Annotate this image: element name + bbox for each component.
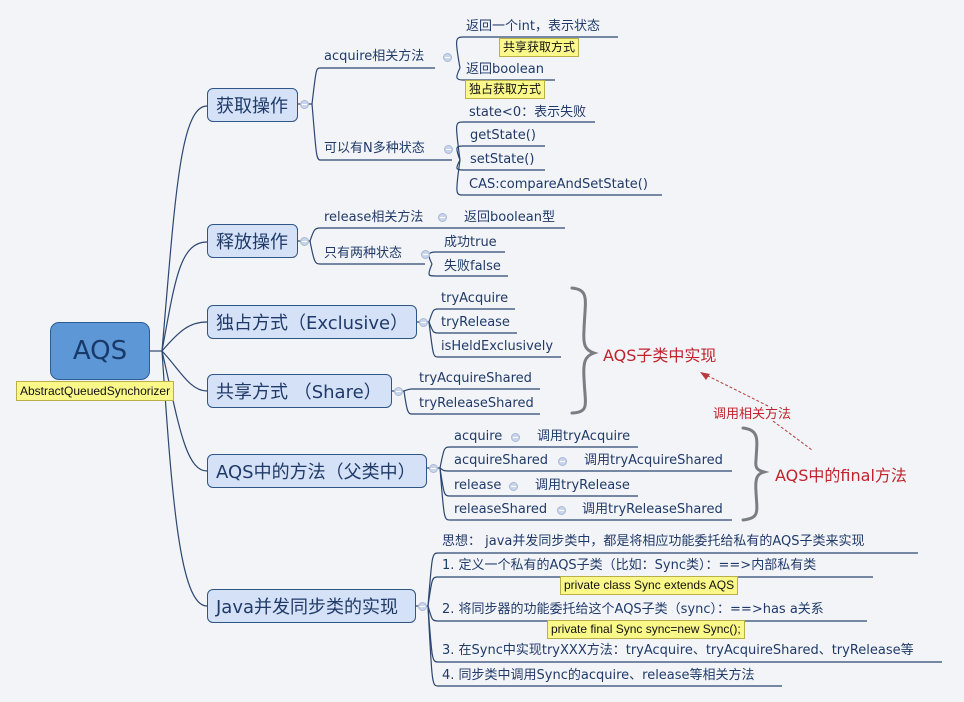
collapse-icon[interactable] [557, 506, 566, 515]
node-isheldexclusively[interactable]: isHeldExclusively [441, 339, 554, 354]
annotation-call-relation: 调用相关方法 [713, 407, 792, 422]
topic-title: Java并发同步类的实现 [216, 597, 399, 618]
annotation-subclass-impl: AQS子类中实现 [603, 346, 717, 365]
collapse-icon[interactable] [443, 53, 452, 62]
node-step-1[interactable]: 1. 定义一个私有的AQS子类（比如：Sync类）：==>内部私有类 [442, 558, 817, 573]
collapse-icon[interactable] [300, 237, 309, 246]
topic-aqs-methods[interactable]: AQS中的方法（父类中） [207, 454, 427, 488]
collapse-icon[interactable] [438, 213, 447, 222]
node-getstate[interactable]: getState() [470, 128, 536, 143]
node-call-tryacquireshared[interactable]: 调用tryAcquireShared [584, 453, 723, 468]
node-return-boolean[interactable]: 返回boolean [466, 62, 544, 77]
topic-title: 共享方式 （Share） [216, 382, 382, 403]
collapse-icon[interactable] [509, 482, 518, 491]
node-fail-false[interactable]: 失败false [444, 259, 501, 274]
note-shared-acquire: 共享获取方式 [499, 38, 580, 57]
note-private-class-sync: private class Sync extends AQS [560, 576, 739, 595]
topic-title: 获取操作 [216, 96, 288, 117]
root-title: AQS [72, 336, 128, 366]
node-n-states[interactable]: 可以有N多种状态 [324, 141, 425, 156]
node-acquire-methods[interactable]: acquire相关方法 [324, 49, 425, 64]
node-acquireshared[interactable]: acquireShared [454, 453, 549, 468]
node-return-int[interactable]: 返回一个int，表示状态 [466, 19, 600, 34]
collapse-icon[interactable] [419, 318, 428, 327]
root-note: AbstractQueuedSynchorizer [16, 381, 175, 401]
topic-title: AQS中的方法（父类中） [216, 462, 416, 483]
node-tryreleaseshared[interactable]: tryReleaseShared [419, 396, 534, 411]
node-cas[interactable]: CAS:compareAndSetState() [469, 177, 648, 192]
node-call-tryreleaseshared[interactable]: 调用tryReleaseShared [582, 502, 723, 517]
topic-java-sync-impl[interactable]: Java并发同步类的实现 [207, 589, 416, 623]
collapse-icon[interactable] [418, 602, 427, 611]
node-tryrelease[interactable]: tryRelease [441, 315, 510, 330]
collapse-icon[interactable] [394, 387, 403, 396]
node-two-states[interactable]: 只有两种状态 [324, 246, 403, 261]
node-release-methods[interactable]: release相关方法 [324, 210, 424, 225]
node-step-2[interactable]: 2. 将同步器的功能委托给这个AQS子类（sync）：==>has a关系 [442, 602, 824, 617]
node-idea[interactable]: 思想： java并发同步类中，都是将相应功能委托给私有的AQS子类来实现 [442, 534, 865, 549]
node-tryacquireshared[interactable]: tryAcquireShared [419, 371, 532, 386]
node-return-boolean-type[interactable]: 返回boolean型 [464, 210, 555, 225]
node-setstate[interactable]: setState() [470, 152, 535, 167]
note-exclusive-acquire: 独占获取方式 [465, 80, 546, 99]
note-private-final-sync: private final Sync sync=new Sync(); [547, 620, 745, 639]
collapse-icon[interactable] [444, 145, 453, 154]
topic-title: 释放操作 [216, 232, 288, 253]
collapse-icon[interactable] [558, 457, 567, 466]
root-node-aqs[interactable]: AQS [50, 322, 150, 380]
node-step-4[interactable]: 4. 同步类中调用Sync的acquire、release等相关方法 [442, 668, 755, 683]
node-tryacquire[interactable]: tryAcquire [441, 291, 509, 306]
topic-release-ops[interactable]: 释放操作 [207, 224, 298, 258]
collapse-icon[interactable] [511, 433, 520, 442]
topic-share[interactable]: 共享方式 （Share） [207, 374, 392, 408]
node-step-3[interactable]: 3. 在Sync中实现tryXXX方法：tryAcquire、tryAcquir… [442, 643, 914, 658]
node-call-tryrelease[interactable]: 调用tryRelease [535, 478, 630, 493]
node-success-true[interactable]: 成功true [444, 235, 497, 250]
annotation-final-methods: AQS中的final方法 [775, 466, 907, 485]
collapse-icon[interactable] [429, 464, 438, 473]
collapse-icon[interactable] [300, 100, 309, 109]
node-releaseshared[interactable]: releaseShared [454, 502, 548, 517]
node-call-tryacquire[interactable]: 调用tryAcquire [537, 429, 631, 444]
topic-title: 独占方式（Exclusive） [216, 313, 409, 334]
node-state-lt-0[interactable]: state<0：表示失败 [469, 105, 587, 120]
node-release[interactable]: release [454, 478, 502, 493]
collapse-icon[interactable] [421, 250, 430, 259]
topic-acquire-ops[interactable]: 获取操作 [207, 88, 298, 122]
node-acquire[interactable]: acquire [454, 429, 503, 444]
topic-exclusive[interactable]: 独占方式（Exclusive） [207, 305, 417, 339]
